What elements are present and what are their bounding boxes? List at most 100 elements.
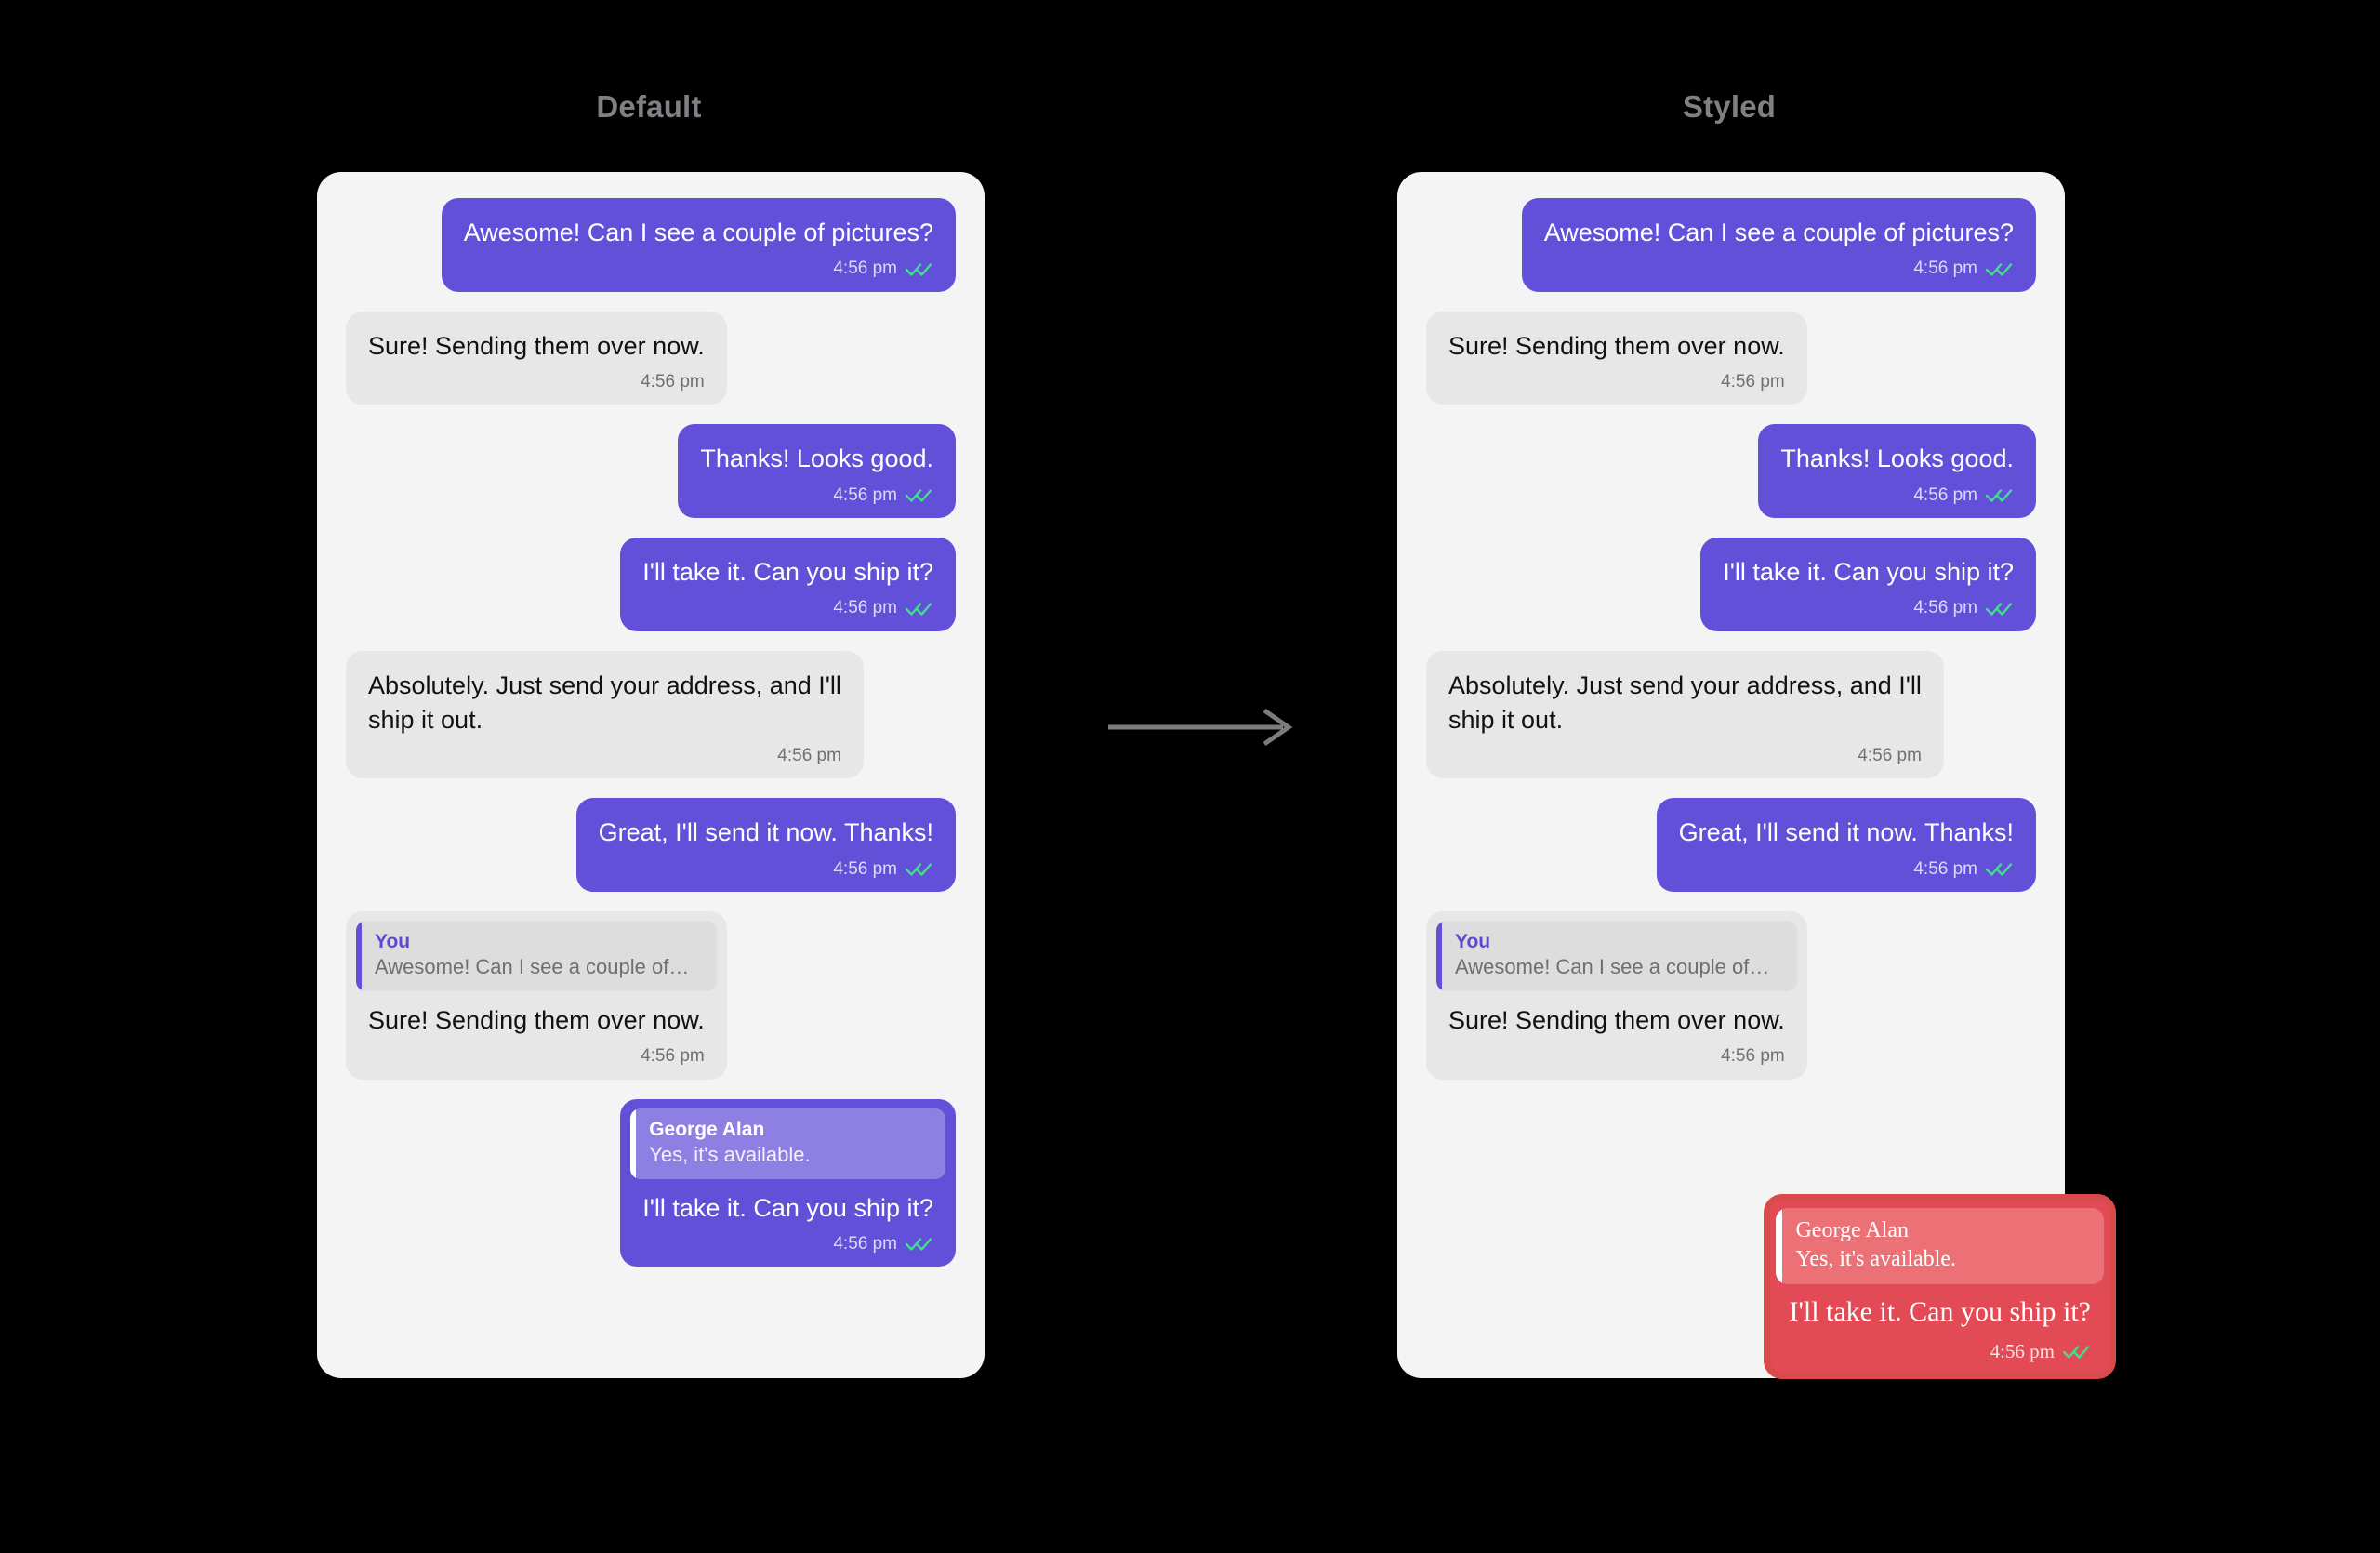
message-bubble-sent[interactable]: Awesome! Can I see a couple of pictures?…: [441, 198, 956, 292]
message-text: Absolutely. Just send your address, and …: [1448, 670, 1922, 734]
message-text: Sure! Sending them over now.: [368, 331, 705, 360]
message-text: Sure! Sending them over now.: [1448, 331, 1785, 360]
message-text: Awesome! Can I see a couple of pictures?: [1543, 219, 2014, 246]
message-text: I'll take it. Can you ship it?: [642, 1193, 933, 1222]
message-bubble-sent[interactable]: I'll take it. Can you ship it?4:56 pm: [1700, 538, 2036, 631]
message-meta: 4:56 pm: [630, 1233, 945, 1254]
message-timestamp: 4:56 pm: [1721, 1046, 1785, 1067]
message-bubble-sent[interactable]: Thanks! Looks good. 4:56 pm: [678, 424, 956, 519]
message-bubble-received[interactable]: Absolutely. Just send your address, and …: [1426, 650, 1944, 779]
message-text: Sure! Sending them over now.: [368, 1005, 705, 1034]
message-timestamp: 4:56 pm: [833, 598, 897, 618]
double-check-icon: [1986, 263, 2013, 276]
message-bubble-sent[interactable]: I'll take it. Can you ship it? 4:56 pm: [620, 538, 956, 631]
message-row: Sure! Sending them over now. 4:56 pm: [346, 311, 956, 405]
message-text: I'll take it. Can you ship it?: [1789, 1296, 2091, 1328]
message-text: Thanks! Looks good.: [700, 445, 933, 473]
double-check-icon: [906, 863, 932, 876]
message-timestamp: 4:56 pm: [1858, 745, 1922, 765]
message-timestamp: 4:56 pm: [1721, 371, 1785, 392]
quote-preview-text: Yes, it's available.: [1795, 1247, 1957, 1272]
message-timestamp: 4:56 pm: [1913, 484, 1977, 505]
message-bubble-sent[interactable]: Great, I'll send it now. Thanks!4:56 pm: [575, 798, 956, 893]
quote-author: You: [375, 931, 411, 953]
arrow-right-icon: [1108, 708, 1293, 747]
message-meta: 4:56 pm: [599, 858, 933, 879]
column-heading-default: Default: [596, 89, 702, 124]
message-bubble-received[interactable]: Absolutely. Just send your address, and …: [346, 650, 864, 779]
message-timestamp: 4:56 pm: [1913, 858, 1977, 879]
message-meta: 4:56 pm: [1448, 745, 1922, 765]
message-row: Absolutely. Just send your address, and …: [1426, 650, 2036, 779]
message-timestamp: 4:56 pm: [1913, 259, 1977, 279]
message-thread: Awesome! Can I see a couple of pictures?…: [1397, 172, 2065, 1080]
message-timestamp: 4:56 pm: [833, 484, 897, 505]
quote-accent-bar: [1776, 1208, 1783, 1285]
message-bubble-received[interactable]: Sure! Sending them over now. 4:56 pm: [346, 311, 727, 405]
message-text: I'll take it. Can you ship it?: [642, 558, 933, 587]
message-text: Absolutely. Just send your address, and …: [368, 670, 841, 734]
quote-author: You: [1455, 931, 1491, 953]
message-row: Great, I'll send it now. Thanks! 4:56 pm: [1426, 798, 2036, 893]
message-timestamp: 4:56 pm: [641, 371, 705, 392]
message-row: Absolutely. Just send your address, and …: [346, 650, 956, 779]
message-bubble-sent[interactable]: Thanks! Looks good. 4:56 pm: [1758, 424, 2036, 519]
quote-accent-bar: [1436, 921, 1442, 991]
message-row: I'll take it. Can you ship it? 4:56 pm: [346, 538, 956, 631]
message-bubble-sent[interactable]: Great, I'll send it now. Thanks! 4:56 pm: [1656, 798, 2036, 893]
message-row: Thanks! Looks good. 4:56 pm: [346, 424, 956, 519]
double-check-icon: [2063, 1346, 2090, 1359]
message-row: Awesome! Can I see a couple of pictures?…: [1426, 198, 2036, 292]
message-bubble-sent[interactable]: Awesome! Can I see a couple of pictures?…: [1521, 198, 2036, 292]
message-text: Great, I'll send it now. Thanks!: [1678, 818, 2014, 847]
message-meta: 4:56 pm: [1436, 1046, 1797, 1067]
message-text: Thanks! Looks good.: [1780, 445, 2014, 473]
quote-author: George Alan: [1795, 1218, 1909, 1242]
message-bubble-received[interactable]: Sure! Sending them over now. 4:56 pm: [1426, 311, 1807, 405]
message-meta: 4:56 pm: [368, 371, 705, 392]
message-meta: 4:56 pm: [464, 259, 933, 279]
message-meta: 4:56 pm: [1723, 598, 2014, 618]
double-check-icon: [1986, 489, 2013, 502]
message-row: Awesome! Can I see a couple of pictures?…: [346, 198, 956, 292]
quote-author: George Alan: [649, 1118, 765, 1140]
double-check-icon: [1986, 603, 2013, 616]
message-meta: 4:56 pm: [356, 1046, 717, 1067]
message-meta: 4:56 pm: [368, 745, 841, 765]
message-meta: 4:56 pm: [1448, 371, 1785, 392]
message-timestamp: 4:56 pm: [641, 1046, 705, 1067]
message-meta: 4:56 pm: [1544, 259, 2014, 279]
message-timestamp: 4:56 pm: [833, 858, 897, 879]
message-row: Great, I'll send it now. Thanks!4:56 pm: [346, 798, 956, 893]
quote-accent-bar: [356, 921, 362, 991]
message-timestamp: 4:56 pm: [777, 745, 841, 765]
message-meta: 4:56 pm: [1679, 858, 2014, 879]
message-text: Awesome! Can I see a couple of pictures?: [463, 219, 933, 246]
chat-panel-styled[interactable]: Awesome! Can I see a couple of pictures?…: [1397, 172, 2116, 1380]
message-meta: 4:56 pm: [642, 598, 933, 618]
message-meta: 4:56 pm: [1776, 1341, 2104, 1361]
message-meta: 4:56 pm: [700, 484, 933, 505]
double-check-icon: [906, 603, 932, 616]
message-timestamp: 4:56 pm: [833, 1233, 897, 1254]
message-row: Sure! Sending them over now. 4:56 pm: [1426, 311, 2036, 405]
message-row: I'll take it. Can you ship it?4:56 pm: [1426, 538, 2036, 631]
message-timestamp: 4:56 pm: [833, 259, 897, 279]
chat-panel-default[interactable]: Awesome! Can I see a couple of pictures?…: [317, 172, 985, 1378]
message-thread: Awesome! Can I see a couple of pictures?…: [317, 172, 985, 1268]
double-check-icon: [906, 1238, 932, 1251]
double-check-icon: [906, 263, 932, 276]
quote-preview-text: Yes, it's available.: [649, 1142, 811, 1166]
